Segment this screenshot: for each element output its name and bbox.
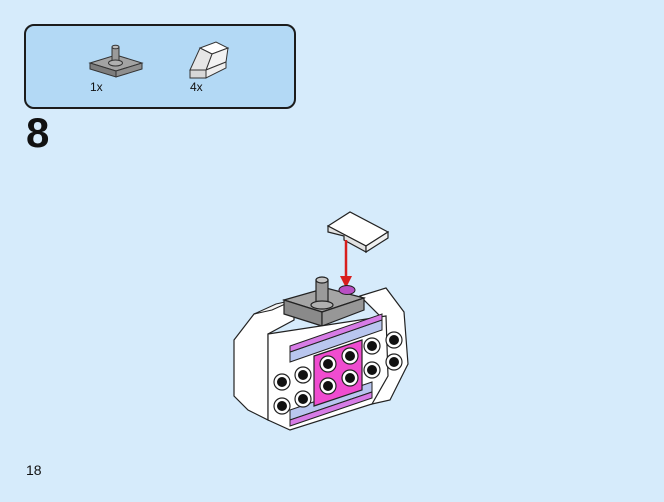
placement-arrow xyxy=(340,240,352,288)
model-body xyxy=(233,276,409,431)
part-quantity: 4x xyxy=(190,80,203,94)
step-number: 8 xyxy=(26,109,50,156)
white-slope-brick-icon xyxy=(189,41,230,79)
page-number: 18 xyxy=(26,462,42,478)
part-quantity: 1x xyxy=(90,80,103,94)
parts-callout: 1x 4x xyxy=(24,24,296,109)
grey-plate-with-bar-icon xyxy=(88,44,144,78)
incoming-slope-piece xyxy=(326,211,390,254)
